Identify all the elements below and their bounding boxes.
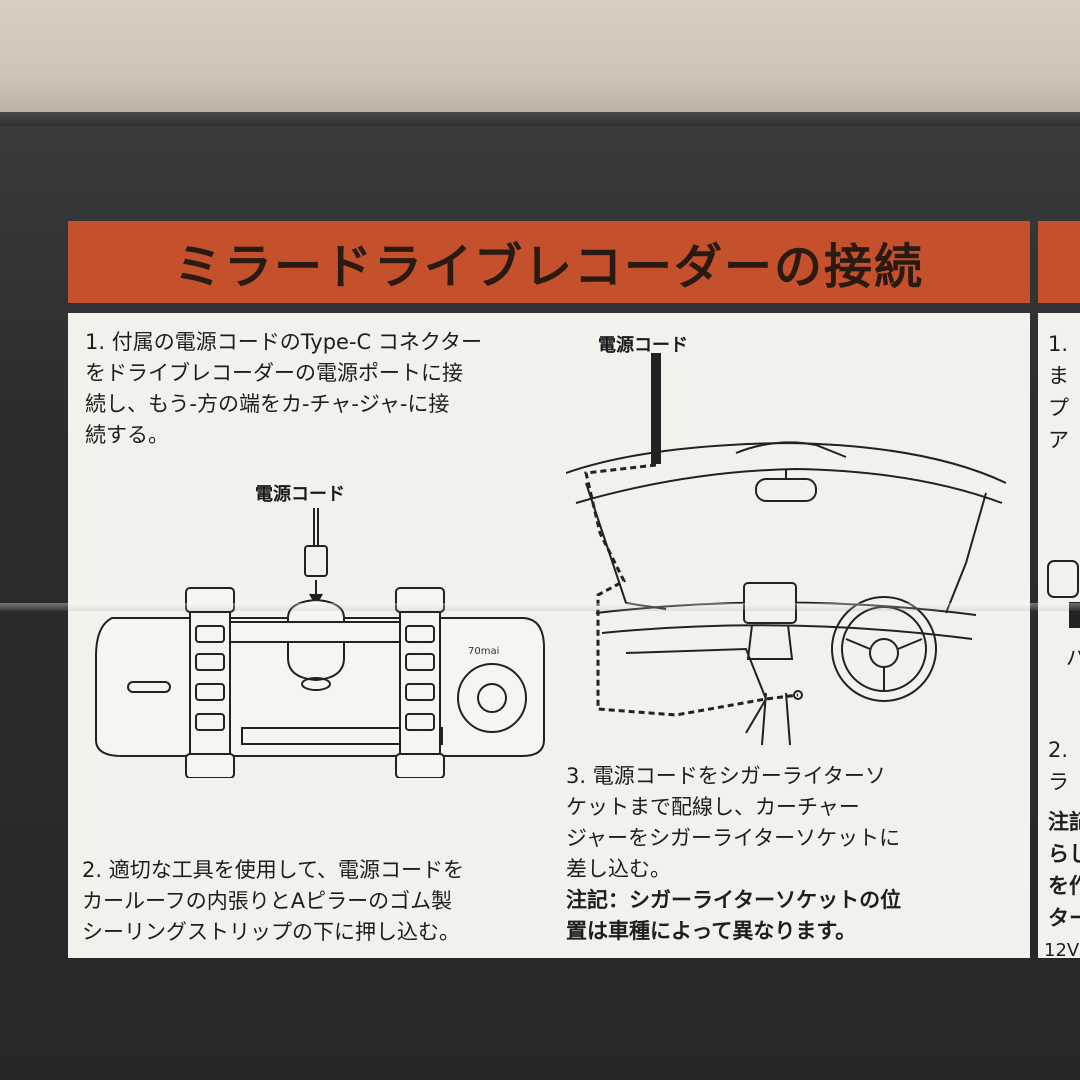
- next-panel-text: プ: [1048, 396, 1069, 420]
- power-cord-label-mirror: 電源コード: [255, 484, 345, 505]
- next-panel-text: 1.: [1048, 332, 1069, 356]
- step-3-line: 差し込む。: [566, 857, 671, 881]
- next-panel-text: ター: [1048, 906, 1080, 930]
- step-1-line: 1. 付属の電源コードのType-C コネクター: [85, 330, 483, 354]
- section-header: ミラードライブレコーダーの接続: [68, 221, 1030, 303]
- next-panel-text: 12V: [1044, 940, 1080, 958]
- step-1-text: 1. 付属の電源コードのType-C コネクター をドライブレコーダーの電源ポー…: [85, 327, 482, 451]
- next-panel-text: ラ: [1048, 770, 1069, 794]
- next-panel-text: 2.: [1048, 738, 1069, 762]
- step-1-line: 続し、もう-方の端をカ-チャ-ジャ-に接: [85, 392, 450, 416]
- next-panel-text: バ: [1066, 646, 1080, 670]
- note-line: 注記：シガーライターソケットの位: [566, 888, 902, 912]
- note-line: 置は車種によって異なります。: [566, 919, 857, 943]
- step-3-line: ジャーをシガーライターソケットに: [566, 826, 901, 850]
- step-2-text: 2. 適切な工具を使用して、電源コードを カールーフの内張りとAピラーのゴム製 …: [82, 855, 464, 948]
- step-2-line: シーリングストリップの下に押し込む。: [82, 920, 460, 944]
- next-section-header: [1038, 221, 1080, 303]
- next-panel-text: らし: [1048, 842, 1080, 866]
- step-2-line: 2. 適切な工具を使用して、電源コードを: [82, 858, 465, 882]
- device-fragment-illustration: [1047, 560, 1080, 628]
- power-cord-label-car: 電源コード: [598, 335, 688, 356]
- brand-logo-text: 70mai: [468, 646, 499, 657]
- step-2-line: カールーフの内張りとAピラーのゴム製: [82, 889, 453, 913]
- plastic-wrap-fold: [0, 603, 1080, 611]
- note-text: 注記：シガーライターソケットの位 置は車種によって異なります。: [566, 885, 901, 947]
- instruction-panel: 1. 付属の電源コードのType-C コネクター をドライブレコーダーの電源ポー…: [68, 313, 1030, 958]
- next-panel-text: 注記: [1048, 810, 1080, 834]
- step-3-line: 3. 電源コードをシガーライターソ: [566, 764, 886, 788]
- section-title: ミラードライブレコーダーの接続: [173, 239, 924, 295]
- step-1-line: 続する。: [85, 423, 169, 447]
- box-top-edge: [0, 112, 1080, 126]
- step-3-line: ケットまで配線し、カーチャー: [566, 795, 860, 819]
- next-panel-fragment: 1. ま プ ア バ 2. ラ 注記 らし を作 ター 12V: [1038, 313, 1080, 958]
- step-3-text: 3. 電源コードをシガーライターソ ケットまで配線し、カーチャー ジャーをシガー…: [566, 761, 900, 885]
- step-1-line: をドライブレコーダーの電源ポートに接: [85, 361, 463, 385]
- next-panel-text: ま: [1048, 364, 1069, 388]
- next-panel-text: ア: [1048, 428, 1069, 452]
- car-interior-illustration: [566, 353, 1006, 746]
- background-wall: [0, 0, 1080, 125]
- mirror-recorder-illustration: 70mai: [95, 508, 545, 778]
- next-panel-text: を作: [1048, 874, 1080, 898]
